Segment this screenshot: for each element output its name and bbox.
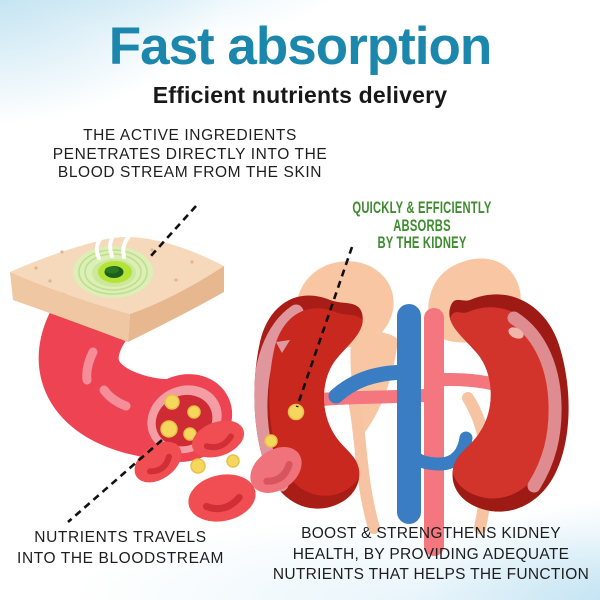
nutrient-particle: [183, 427, 197, 441]
skin-slab-side: [128, 266, 224, 342]
red-blood-cell: [134, 441, 182, 483]
note-line: BY THE KIDNEY: [377, 234, 467, 252]
note-line: INTO THE BLOODSTREAM: [17, 549, 224, 567]
note-line: BLOOD STREAM FROM THE SKIN: [57, 164, 323, 181]
page-title: Fast absorption: [108, 17, 493, 76]
kidney-right: [449, 294, 569, 512]
skin-slab-front: [10, 272, 130, 342]
note-kidney-absorption: QUICKLY & EFFICIENTLY ABSORBS BY THE KID…: [347, 199, 497, 253]
serum-spot: [73, 246, 153, 298]
nutrient-particle: [264, 434, 278, 448]
note-bloodstream: NUTRIENTS TRAVELS INTO THE BLOODSTREAM: [8, 528, 233, 569]
note-line: HEALTH, BY PROVIDING ADEQUATE: [292, 545, 570, 563]
renal-vein: [328, 304, 473, 524]
nutrient-particle: [187, 405, 201, 419]
page-subtitle: Efficient nutrients delivery: [152, 82, 448, 108]
kidneys-illustration: [250, 258, 569, 556]
vessel-highlight: [99, 385, 131, 411]
skin-patch-illustration: [10, 234, 224, 342]
note-line: QUICKLY & EFFICIENTLY ABSORBS: [352, 199, 492, 235]
note-skin-penetration: THE ACTIVE INGREDIENTS PENETRATES DIRECT…: [25, 127, 355, 183]
connector-bloodstream: [67, 439, 163, 523]
note-line: PENETRATES DIRECTLY INTO THE: [52, 145, 328, 163]
nutrient-particle: [160, 420, 178, 438]
note-line: BOOST & STRENGTHENS KIDNEY: [301, 525, 561, 542]
note-line: NUTRIENTS TRAVELS: [34, 529, 207, 546]
red-blood-cell: [188, 474, 256, 522]
note-line: NUTRIENTS THAT HELPS THE FUNCTION: [272, 566, 590, 583]
nutrient-particle: [226, 454, 240, 468]
blood-vessel-illustration: [38, 291, 256, 522]
vapor-lines: [94, 234, 130, 260]
nutrient-particle: [287, 403, 305, 421]
vessel-highlight: [82, 347, 98, 385]
ureter-left: [348, 394, 380, 534]
nutrient-particle: [164, 394, 180, 410]
note-kidney-health: BOOST & STRENGTHENS KIDNEY HEALTH, BY PR…: [262, 524, 600, 586]
connector-kidney: [295, 246, 354, 408]
red-blood-cell: [191, 420, 245, 458]
red-blood-cell: [250, 447, 302, 493]
note-line: THE ACTIVE INGREDIENTS: [83, 127, 297, 144]
nutrient-particle: [190, 458, 206, 474]
